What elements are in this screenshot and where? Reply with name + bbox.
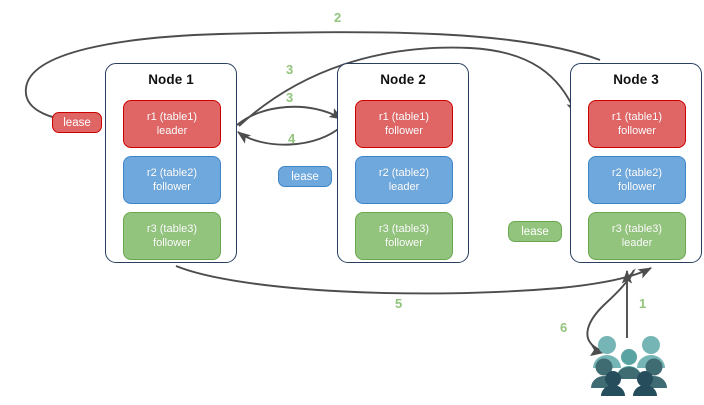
replica-name: r1 (table1) [378, 111, 430, 123]
replica-role: follower [153, 181, 191, 193]
replica-name: r3 (table3) [378, 223, 430, 235]
replica-role: follower [385, 237, 423, 249]
node-3-replica-r1[interactable]: r1 (table1) follower [588, 100, 686, 148]
node-2-replica-r3[interactable]: r3 (table3) follower [355, 212, 453, 260]
edge-step-6-arrowhead-up [628, 268, 636, 280]
step-label-3a: 3 [286, 62, 294, 77]
edge-step-3-to-node2 [236, 105, 343, 126]
node-3-replica-r2[interactable]: r2 (table2) follower [588, 156, 686, 204]
node-3-container[interactable]: Node 3 r1 (table1) follower r2 (table2) … [570, 63, 702, 263]
replica-role: leader [388, 181, 420, 193]
lease-token-node1[interactable]: lease [52, 112, 102, 133]
node-3-replica-r3[interactable]: r3 (table3) leader [588, 212, 686, 260]
clients-people-icon [591, 336, 667, 396]
step-label-5: 5 [395, 296, 403, 311]
replica-name: r1 (table1) [146, 111, 198, 123]
people-middle-center [616, 358, 642, 379]
lease-token-node2[interactable]: lease [278, 166, 332, 187]
step-label-1: 1 [639, 296, 647, 311]
step-label-4: 4 [288, 131, 296, 146]
replica-role: follower [618, 181, 656, 193]
replica-role: follower [385, 125, 423, 137]
lease-label: lease [291, 170, 319, 183]
step-label-2: 2 [334, 10, 342, 25]
replica-role: follower [618, 125, 656, 137]
lease-token-node3[interactable]: lease [508, 221, 562, 242]
replica-name: r2 (table2) [378, 167, 430, 179]
replica-name: r1 (table1) [611, 111, 663, 123]
node-2-title: Node 2 [380, 72, 426, 87]
replica-name: r2 (table2) [611, 167, 663, 179]
replica-role: follower [153, 237, 191, 249]
replica-role: leader [156, 125, 188, 137]
node-1-container[interactable]: Node 1 r1 (table1) leader r2 (table2) fo… [105, 63, 237, 263]
replica-name: r3 (table3) [146, 223, 198, 235]
node-2-container[interactable]: Node 2 r1 (table1) follower r2 (table2) … [337, 63, 469, 263]
lease-label: lease [63, 116, 91, 129]
node-1-replica-r1[interactable]: r1 (table1) leader [123, 100, 221, 148]
people-front-row [601, 371, 657, 396]
replica-role: leader [621, 237, 653, 249]
node-2-replica-r2[interactable]: r2 (table2) leader [355, 156, 453, 204]
step-label-6: 6 [560, 320, 568, 335]
node-3-title: Node 3 [613, 72, 659, 87]
lease-label: lease [521, 225, 549, 238]
node-1-title: Node 1 [148, 72, 194, 87]
node-1-replica-r3[interactable]: r3 (table3) follower [123, 212, 221, 260]
replica-name: r3 (table3) [611, 223, 663, 235]
node-2-replica-r1[interactable]: r1 (table1) follower [355, 100, 453, 148]
node-1-replica-r2[interactable]: r2 (table2) follower [123, 156, 221, 204]
replica-name: r2 (table2) [146, 167, 198, 179]
step-label-3b: 3 [286, 90, 294, 105]
edge-step-5 [175, 265, 653, 295]
